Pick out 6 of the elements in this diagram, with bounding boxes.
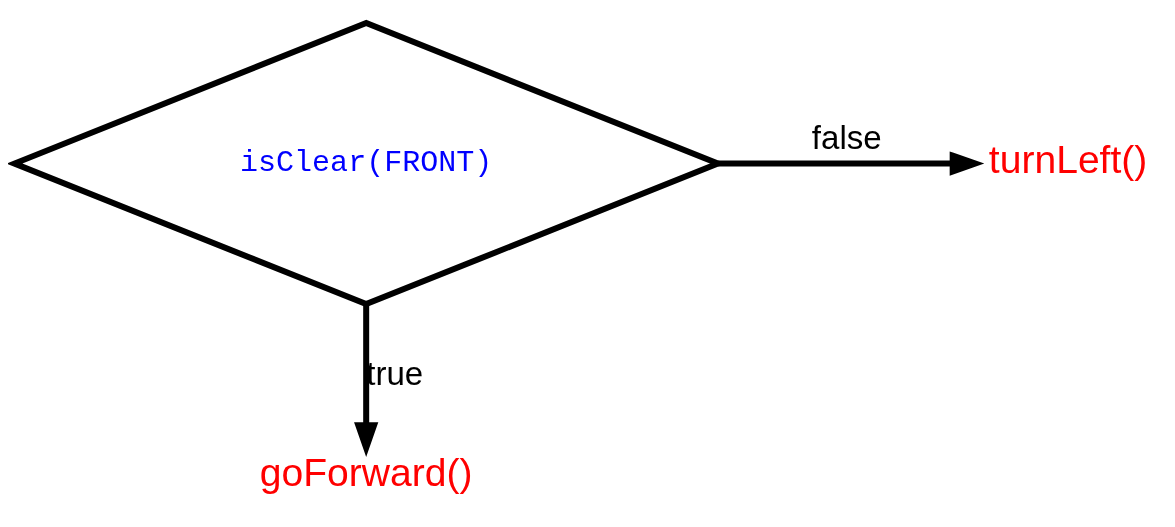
arrow [354,304,379,457]
edge-label: true [366,354,424,392]
node-text: turnLeft() [988,138,1148,182]
node-text: goForward() [259,450,473,494]
arrow [718,151,985,176]
edge-label: false [811,119,882,157]
